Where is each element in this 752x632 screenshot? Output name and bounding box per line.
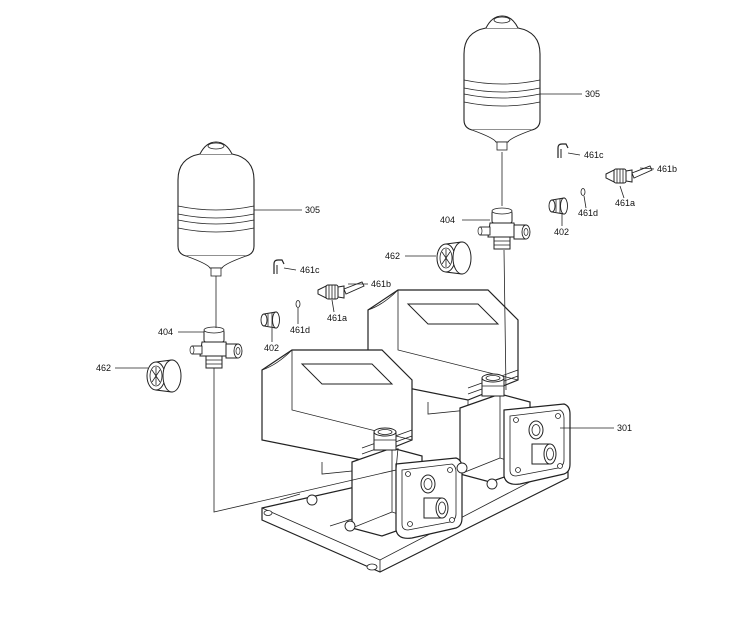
leader-lines [115,93,655,429]
label-tank-left: 305 [305,205,320,215]
pressure-gauge-right [436,241,472,275]
sensor-left [317,281,365,300]
label-oring-right: 461d [578,208,598,218]
label-oring-left: 461d [290,325,310,335]
pressure-tank-left [177,141,255,277]
label-tee-left: 404 [158,327,173,337]
mounting-bolts [306,462,498,532]
label-sensor-left: 461b [371,279,391,289]
clip-left [273,259,285,275]
oring-left [295,300,301,308]
part-labels: 305 305 301 404 404 462 462 461c 461c 46… [96,89,677,433]
label-gauge-right: 462 [385,251,400,261]
label-nipple-right: 402 [554,227,569,237]
tee-fitting-left [189,326,243,369]
label-nipple-left: 402 [264,343,279,353]
pressure-gauge-left [146,359,182,393]
label-sensor-body-right: 461a [615,198,635,208]
label-sensor-right: 461b [657,164,677,174]
label-clip-right: 461c [584,150,604,160]
assembly-lines [213,152,507,513]
clip-right [557,143,569,159]
label-tank-right: 305 [585,89,600,99]
nipple-right [548,197,568,215]
label-sensor-body-left: 461a [327,313,347,323]
label-gauge-left: 462 [96,363,111,373]
label-clip-left: 461c [300,265,320,275]
oring-right [580,188,586,196]
label-tee-right: 404 [440,215,455,225]
nipple-left [260,311,280,329]
pressure-tank-right [463,15,541,151]
tee-fitting-right [477,207,531,250]
label-pump-assembly: 301 [617,423,632,433]
